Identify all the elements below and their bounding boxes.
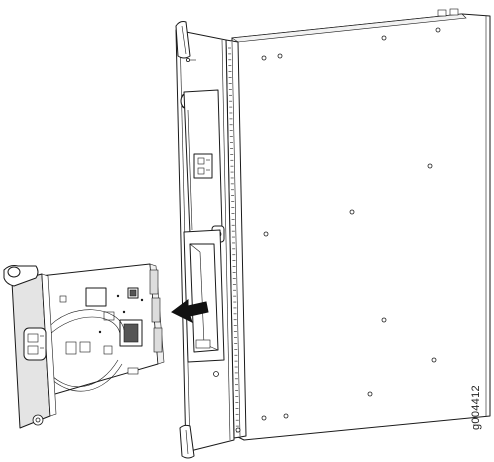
empty-lower-slot (183, 229, 225, 363)
module-side-plate (231, 8, 491, 441)
plate-screw-holes (261, 27, 441, 421)
card-pcb (39, 263, 165, 397)
insert-direction-arrow-icon (171, 299, 209, 323)
card-top-ejector-tab[interactable] (3, 265, 39, 287)
upper-slot (183, 89, 223, 235)
figure-id-label: g004412 (470, 385, 482, 431)
upper-slot-connector (193, 153, 213, 179)
top-ejector-handle[interactable] (175, 21, 191, 59)
card-captive-screw[interactable] (32, 414, 44, 426)
bottom-ejector-handle[interactable] (179, 424, 195, 459)
card-edge-connector (149, 269, 163, 353)
chassis-module (175, 8, 491, 459)
card-internal-cable (45, 309, 125, 392)
interface-card (3, 263, 165, 429)
lower-faceplate-screw (213, 371, 219, 377)
card-components (59, 287, 144, 375)
bottom-plate-screw (235, 427, 241, 433)
card-dual-port-connector (23, 327, 47, 361)
